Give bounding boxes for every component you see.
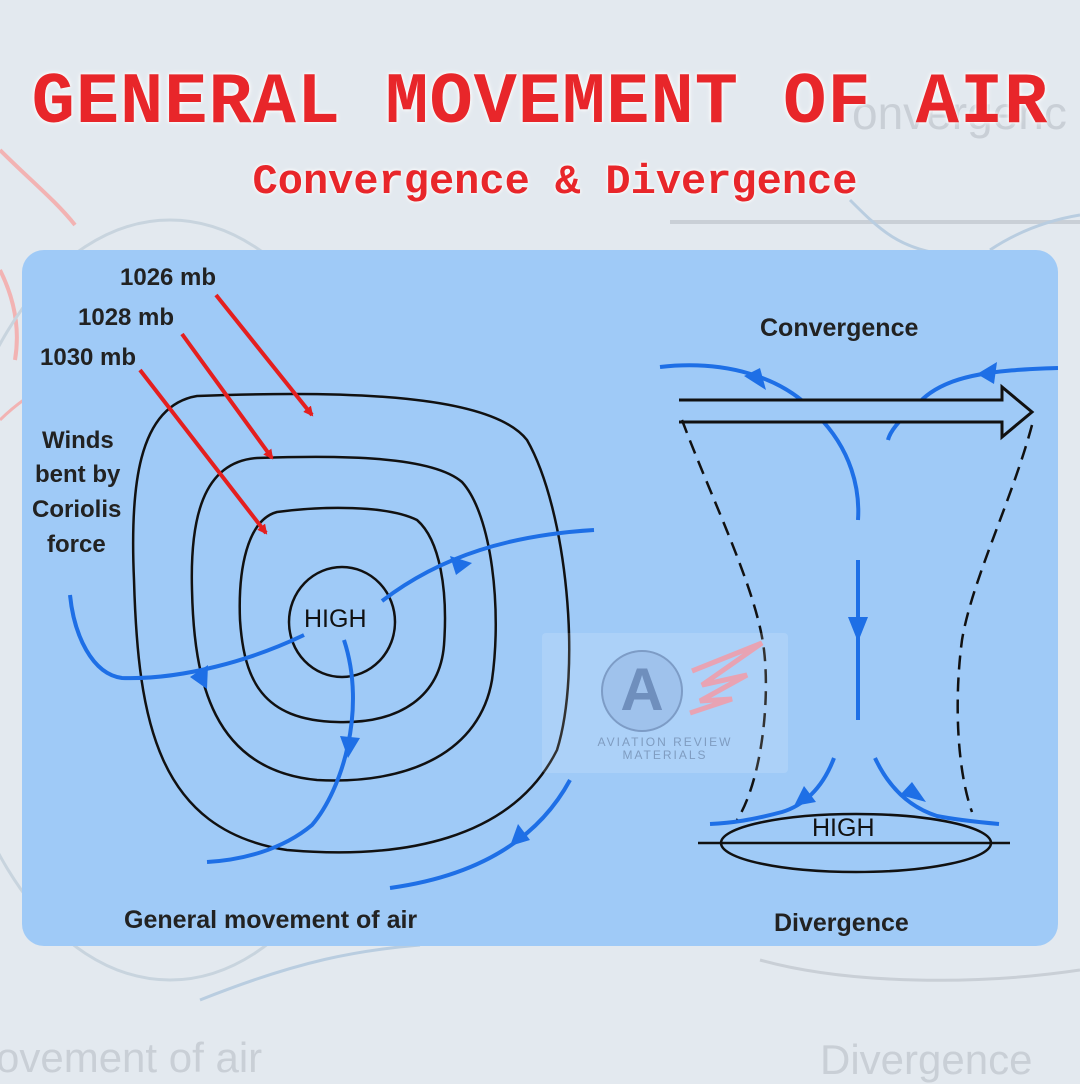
page-subtitle: Convergence & Divergence xyxy=(252,158,858,206)
isobar-ring-inner xyxy=(287,565,397,679)
isobar-label-1026: 1026 mb xyxy=(120,264,217,291)
diagram-panel: A AVIATION REVIEW MATERIALS 1026 mb 1028… xyxy=(22,250,1058,946)
isobar-ring-2 xyxy=(190,455,497,782)
left-diagram-caption: General movement of air xyxy=(124,906,418,934)
background-text-bottom-left: ovement of air xyxy=(0,1034,263,1081)
airflow-arrowhead-southeast xyxy=(510,824,530,846)
watermark: A AVIATION REVIEW MATERIALS xyxy=(542,633,788,773)
surface-high-label: HIGH xyxy=(812,814,875,842)
page-title: GENERAL MOVEMENT OF AIR xyxy=(31,62,1049,144)
airflow-curve-west xyxy=(68,594,305,681)
background-text-top-right: onvergenc xyxy=(852,87,1067,139)
isobar-arrow-1030 xyxy=(138,368,268,535)
convergence-arrowhead-right xyxy=(977,362,997,384)
funnel-left-dashed xyxy=(680,419,768,821)
isobar-arrow-1026 xyxy=(214,293,314,417)
coriolis-note-line-4: force xyxy=(47,531,106,558)
high-pressure-center-label: HIGH xyxy=(304,605,367,633)
coriolis-note-line-1: Winds xyxy=(42,427,114,454)
divergence-flow-left xyxy=(709,757,836,826)
coriolis-note-line-3: Coriolis xyxy=(32,496,122,523)
watermark-letter: A xyxy=(620,656,664,723)
isobar-label-1028: 1028 mb xyxy=(78,304,175,331)
isobar-ring-outer xyxy=(131,392,571,854)
isobar-arrow-1028 xyxy=(180,332,274,460)
watermark-line-2: MATERIALS xyxy=(622,748,708,762)
background-text-bottom-right: Divergence xyxy=(820,1036,1033,1083)
airflow-curve-south xyxy=(206,639,355,864)
airflow-arrowhead-east xyxy=(450,556,472,575)
divergence-label: Divergence xyxy=(774,909,909,937)
funnel-right-dashed xyxy=(956,424,1034,813)
isobar-label-1030: 1030 mb xyxy=(40,344,137,371)
airflow-arrowhead-south xyxy=(340,736,360,758)
watermark-logo-icon xyxy=(601,640,764,732)
watermark-line-1: AVIATION REVIEW xyxy=(597,735,733,749)
divergence-arrowhead-right xyxy=(900,782,926,802)
convergence-label: Convergence xyxy=(760,314,919,342)
divergence-arrowhead-left xyxy=(794,786,816,806)
coriolis-note-line-2: bent by xyxy=(35,461,121,488)
descending-air-arrowhead xyxy=(848,617,868,642)
airflow-curve-east xyxy=(380,528,595,603)
diagram-drawing xyxy=(68,293,1058,890)
divergence-flow-right xyxy=(873,757,1000,826)
isobar-ring-3 xyxy=(238,506,447,724)
airflow-curve-southeast xyxy=(389,779,572,890)
airflow-arrowhead-west xyxy=(190,665,208,689)
convergence-arrowhead-left xyxy=(744,368,766,390)
convergence-flow-right xyxy=(886,366,1058,441)
